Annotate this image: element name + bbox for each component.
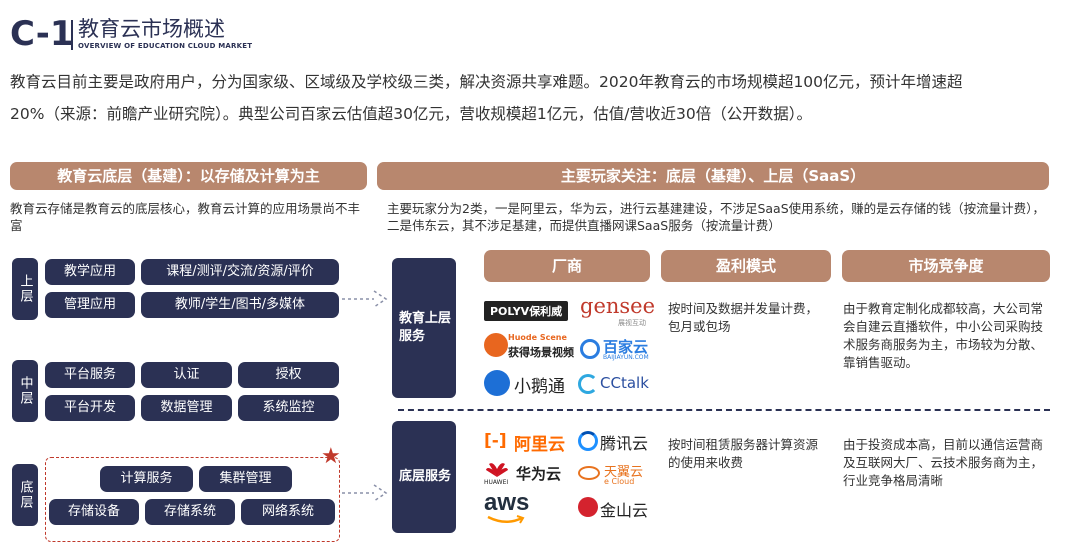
pill-platform-service: 平台服务 (45, 362, 135, 388)
pill-authorization: 授权 (238, 362, 339, 388)
aws-smile-icon (487, 515, 525, 524)
logo-cctalk: CCtalk (600, 374, 649, 392)
xiaoe-icon (484, 370, 510, 396)
pill-network-system: 网络系统 (241, 499, 335, 525)
arrow-bottom-icon (342, 484, 388, 502)
pill-storage-device: 存储设备 (49, 499, 139, 525)
tianyi-icon (578, 466, 600, 480)
service-label-upper: 教育上层服务 (392, 258, 456, 398)
section-code: C-1 (10, 14, 74, 54)
logo-huode-en: Huode Scene (508, 333, 567, 342)
baijia-icon (580, 339, 600, 359)
logo-aws: aws (484, 489, 530, 516)
logo-kingsoft: 金山云 (600, 501, 649, 520)
layer-label-top: 上层 (12, 258, 38, 320)
logo-gensee-sub: 展视互动 (618, 319, 646, 327)
pill-data-management: 数据管理 (141, 395, 232, 421)
layer-label-bottom: 底层 (12, 464, 38, 526)
logo-baijia: 百家云 (603, 338, 649, 356)
logo-baijia-sub: BAIJIAYUN.COM (603, 354, 649, 361)
layer-label-middle: 中层 (12, 360, 38, 422)
left-banner: 教育云底层（基建）：以存储及计算为主 (10, 162, 367, 190)
column-header-competition: 市场竞争度 (842, 250, 1050, 282)
pill-auth: 认证 (141, 362, 232, 388)
logo-gensee-text: gensee (580, 294, 656, 318)
logo-tianyi: 天翼云 (604, 465, 644, 480)
pill-management-app: 管理应用 (45, 292, 135, 318)
pill-teaching-app: 教学应用 (45, 259, 135, 285)
logo-huode: 获得场景视频 (508, 346, 574, 359)
logo-tianyi-en: e Cloud (604, 477, 635, 486)
left-description: 教育云存储是教育云的底层核心，教育云计算的应用场景尚不丰富 (10, 201, 361, 233)
aliyun-icon: [-] (484, 431, 507, 451)
arrow-upper-icon (342, 290, 388, 308)
upper-profit-text: 按时间及数据并发量计费，包月或包场 (668, 301, 819, 334)
intro-line-1: 教育云目前主要是政府用户，分为国家级、区域级及学校级三类，解决资源共享难题。20… (10, 73, 963, 91)
logo-aliyun: 阿里云 (514, 435, 565, 455)
bottom-competition-text: 由于投资成本高，目前以通信运营商及互联网大厂、云技术服务商为主，行业竞争格局清晰 (843, 437, 1044, 488)
tencent-icon (578, 431, 598, 451)
service-label-bottom: 底层服务 (392, 421, 456, 533)
pill-system-monitor: 系统监控 (238, 395, 339, 421)
column-header-profit: 盈利模式 (661, 250, 831, 282)
logo-huawei: 华为云 (516, 465, 562, 483)
page-title: 教育云市场概述 (78, 17, 225, 41)
logo-polyv: POLYV保利威 (484, 301, 569, 321)
column-header-vendors: 厂商 (484, 250, 650, 282)
right-banner: 主要玩家关注：底层（基建）、上层（SaaS） (377, 162, 1049, 190)
huawei-icon (486, 463, 508, 477)
page-subtitle: OVERVIEW OF EDUCATION CLOUD MARKET (78, 42, 253, 50)
huode-icon (484, 333, 508, 357)
upper-competition-text: 由于教育定制化成都较高，大公司常会自建云直播软件，中小公司采购技术服务商服务为主… (843, 301, 1044, 370)
kingsoft-icon (578, 497, 598, 517)
logo-tencent: 腾讯云 (600, 434, 649, 453)
star-icon: ★ (321, 444, 341, 469)
pill-cluster-management: 集群管理 (199, 466, 292, 492)
section-divider (398, 409, 1050, 411)
pill-teachers: 教师/学生/图书/多媒体 (141, 292, 339, 318)
header-divider (71, 20, 73, 50)
logo-gensee: gensee (580, 294, 655, 318)
pill-courses: 课程/测评/交流/资源/评价 (141, 259, 339, 285)
bottom-profit-text: 按时间租赁服务器计算资源的使用来收费 (668, 437, 819, 470)
logo-polyv-text: POLYV保利威 (490, 305, 563, 318)
intro-line-2: 20%（来源：前瞻产业研究院）。典型公司百家云估值超30亿元，营收规模超1亿元，… (10, 105, 812, 123)
logo-xiaoe: 小鹅通 (514, 377, 565, 397)
cctalk-icon (578, 374, 598, 394)
pill-platform-dev: 平台开发 (45, 395, 135, 421)
intro-paragraph: 教育云目前主要是政府用户，分为国家级、区域级及学校级三类，解决资源共享难题。20… (10, 66, 1070, 130)
bottom-layer-highlight (45, 457, 340, 542)
right-description: 主要玩家分为2类，一是阿里云，华为云，进行云基建建设，不涉足SaaS使用系统，赚… (387, 201, 1045, 233)
pill-storage-system: 存储系统 (145, 499, 235, 525)
pill-compute-service: 计算服务 (100, 466, 193, 492)
logo-huawei-en: HUAWEI (484, 479, 509, 486)
